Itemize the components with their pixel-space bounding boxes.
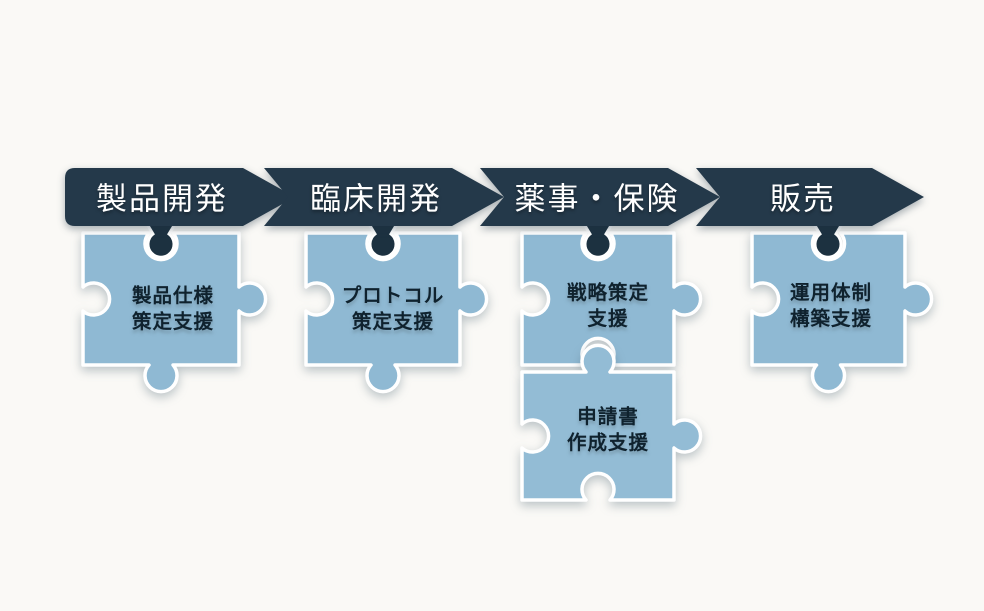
connector-tab-3: [578, 217, 618, 259]
connector-tab-1: [141, 217, 181, 259]
stage-arrow-sales: [696, 168, 924, 226]
puzzle-piece-protocol: [304, 231, 489, 394]
puzzle-pieces: [81, 231, 934, 502]
puzzle-piece-product-spec: [81, 231, 268, 394]
process-arrows: [65, 168, 924, 226]
connector-tab-2: [363, 217, 403, 259]
arrow-connector-tabs: [141, 217, 848, 259]
stage-arrow-clinical-development: [264, 168, 504, 226]
stage-arrow-product-development: [65, 168, 295, 226]
connector-tab-4: [808, 217, 848, 259]
puzzle-piece-application-doc: [520, 343, 703, 502]
stage-arrow-regulatory-insurance: [480, 168, 720, 226]
puzzle-piece-strategy: [520, 231, 703, 367]
puzzle-piece-operation: [750, 231, 934, 394]
